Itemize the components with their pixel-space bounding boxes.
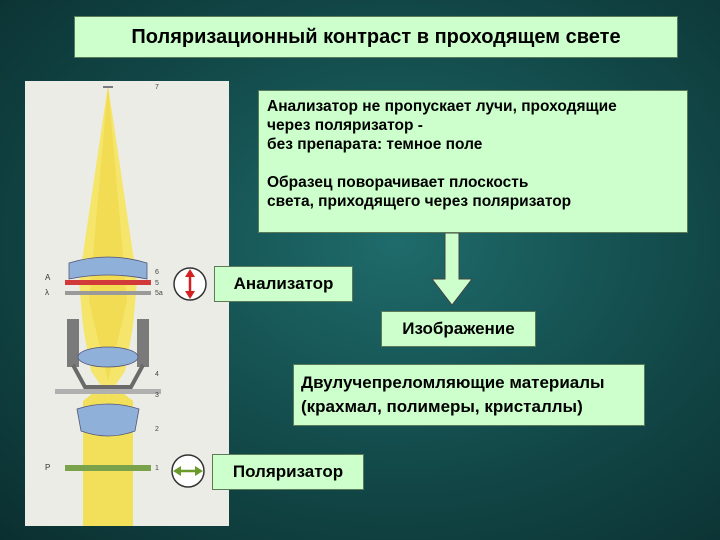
label-2: 2 (155, 426, 159, 433)
lower-beam (83, 381, 133, 526)
polarizer-plate (65, 465, 151, 471)
objective-housing-right (137, 319, 149, 367)
label-5a: 5a (155, 290, 163, 297)
birefringent-line-2: (крахмал, полимеры, кристаллы) (301, 397, 583, 416)
polarizer-label: Поляризатор (212, 454, 364, 490)
page-title: Поляризационный контраст в проходящем св… (74, 16, 678, 58)
specimen-slide (55, 389, 161, 394)
analyzer-plate (65, 280, 151, 285)
microscope-diagram: 7 A λ 6 5 5a 4 3 2 P 1 (25, 81, 229, 526)
label-3: 3 (155, 392, 159, 399)
upper-lens (68, 256, 148, 280)
label-P: P (45, 463, 50, 472)
objective-housing-bottom (71, 364, 145, 389)
label-A: A (45, 273, 51, 282)
label-4: 4 (155, 371, 159, 378)
down-arrow-icon (430, 233, 474, 306)
info-line-4: Образец поворачивает плоскость (267, 174, 529, 191)
objective-lens (77, 346, 139, 368)
beam-core (89, 85, 127, 381)
label-6: 6 (155, 269, 159, 276)
analyzer-symbol-icon (173, 267, 207, 301)
label-7: 7 (155, 84, 159, 91)
info-line-3: без препарата: темное поле (267, 136, 483, 153)
analyzer-label: Анализатор (214, 266, 353, 302)
lambda-plate (65, 291, 151, 295)
label-5: 5 (155, 280, 159, 287)
info-line-2: через поляризатор - (267, 117, 423, 134)
birefringent-materials-label: Двулучепреломляющие материалы (крахмал, … (293, 364, 645, 426)
info-line-1: Анализатор не пропускает лучи, проходящи… (267, 98, 617, 115)
objective-housing-left (67, 319, 79, 367)
label-1: 1 (155, 465, 159, 472)
polarizer-symbol-icon (171, 454, 205, 488)
info-box: Анализатор не пропускает лучи, проходящи… (258, 90, 688, 233)
label-lambda: λ (45, 288, 49, 297)
birefringent-line-1: Двулучепреломляющие материалы (301, 373, 605, 392)
info-line-5: света, приходящего через поляризатор (267, 193, 572, 210)
image-label: Изображение (381, 311, 536, 347)
condenser-lens (76, 403, 140, 437)
